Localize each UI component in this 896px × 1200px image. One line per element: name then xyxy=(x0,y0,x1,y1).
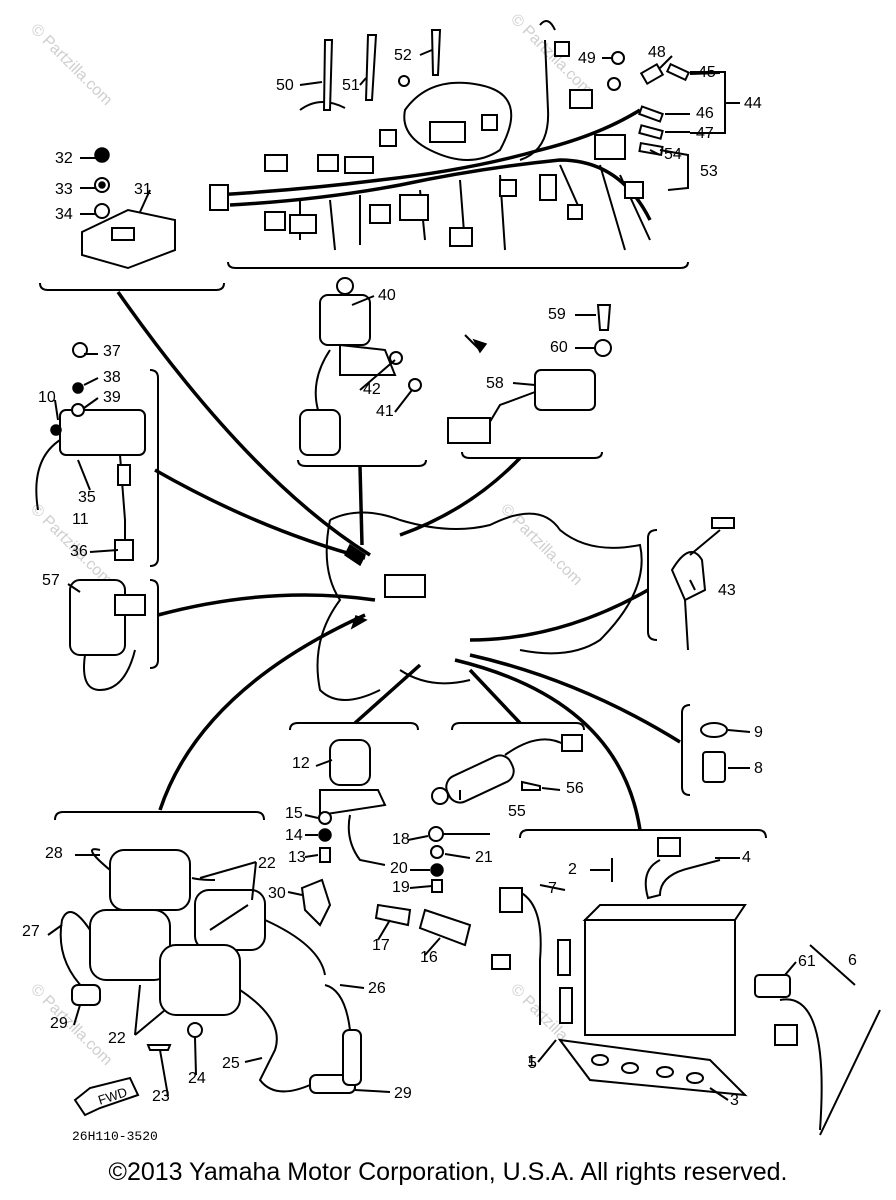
callout-12: 12 xyxy=(292,755,310,772)
callout-56: 56 xyxy=(566,780,584,797)
callout-39: 39 xyxy=(103,389,121,406)
starter-relay-group xyxy=(289,722,419,866)
callout-10: 10 xyxy=(38,389,56,406)
callout-26: 26 xyxy=(368,980,386,997)
callout-27: 27 xyxy=(22,923,40,940)
battery-group xyxy=(491,829,881,1136)
callout-54: 54 xyxy=(664,146,682,163)
callout-34: 34 xyxy=(55,206,73,223)
callout-8: 8 xyxy=(754,760,763,777)
connection-lines xyxy=(116,290,681,831)
callout-48: 48 xyxy=(648,44,666,61)
relay-group xyxy=(447,304,612,459)
callout-23: 23 xyxy=(152,1088,170,1105)
callout-51: 51 xyxy=(342,77,360,94)
callout-42: 42 xyxy=(363,381,381,398)
callout-22b: 22 xyxy=(108,1030,126,1047)
callout-1: 1 xyxy=(527,1053,536,1070)
callout-18: 18 xyxy=(392,831,410,848)
callout-20: 20 xyxy=(390,860,408,877)
regulator-group xyxy=(35,342,159,567)
callout-14: 14 xyxy=(285,827,303,844)
callout-41: 41 xyxy=(376,403,394,420)
callout-16: 16 xyxy=(420,949,438,966)
watermark: © Partzilla.com xyxy=(27,21,115,109)
callout-55: 55 xyxy=(508,803,526,820)
callout-40: 40 xyxy=(378,287,396,304)
motorcycle-outline xyxy=(316,511,643,701)
callout-38: 38 xyxy=(103,369,121,386)
callout-29b: 29 xyxy=(394,1085,412,1102)
copyright-footer: ©2013 Yamaha Motor Corporation, U.S.A. A… xyxy=(108,1158,788,1186)
leader-lines xyxy=(47,49,797,1101)
callout-47: 47 xyxy=(696,125,714,142)
callout-53: 53 xyxy=(700,163,718,180)
callout-6: 6 xyxy=(848,952,857,969)
callout-58: 58 xyxy=(486,375,504,392)
callout-19: 19 xyxy=(392,879,410,896)
callout-32: 32 xyxy=(55,150,73,167)
callout-11: 11 xyxy=(72,511,89,528)
callout-17: 17 xyxy=(372,937,390,954)
callout-22: 22 xyxy=(258,855,276,872)
ignition-coil-group: FWD 26H110-3520 xyxy=(54,811,362,1144)
callout-36: 36 xyxy=(70,543,88,560)
callout-37: 37 xyxy=(103,343,121,360)
callout-25: 25 xyxy=(222,1055,240,1072)
watermark: © Partzilla.com xyxy=(497,501,585,589)
callout-59: 59 xyxy=(548,306,566,323)
wire-harness-group xyxy=(209,20,740,269)
ignitor-unit-group xyxy=(39,147,225,291)
callout-4: 4 xyxy=(742,849,751,866)
callout-44: 44 xyxy=(744,95,762,112)
callout-9: 9 xyxy=(754,724,763,741)
diagram-code: 26H110-3520 xyxy=(72,1129,158,1144)
callout-13: 13 xyxy=(288,849,306,866)
rectifier-group xyxy=(69,579,159,692)
callout-35: 35 xyxy=(78,489,96,506)
callout-33: 33 xyxy=(55,181,73,198)
callout-5: 5 xyxy=(528,1055,537,1072)
callout-31: 31 xyxy=(134,181,152,198)
callout-60: 60 xyxy=(550,339,568,356)
callout-49: 49 xyxy=(578,50,596,67)
callout-2: 2 xyxy=(568,861,577,878)
callout-50: 50 xyxy=(276,77,294,94)
callout-30: 30 xyxy=(268,885,286,902)
callout-29: 29 xyxy=(50,1015,68,1032)
callout-labels: 1 2 3 4 5 6 7 8 9 10 11 12 13 14 15 16 1… xyxy=(22,44,857,1109)
callout-15: 15 xyxy=(285,805,303,822)
callout-24: 24 xyxy=(188,1070,206,1087)
main-switch-group xyxy=(297,277,427,467)
callout-61: 61 xyxy=(798,953,816,970)
callout-52: 52 xyxy=(394,47,412,64)
callout-57: 57 xyxy=(42,572,60,589)
starter-motor-group xyxy=(431,722,585,805)
callout-46: 46 xyxy=(696,105,714,122)
callout-28: 28 xyxy=(45,845,63,862)
callout-3: 3 xyxy=(730,1092,739,1109)
oil-switch-group xyxy=(681,704,728,796)
neutral-switch-group xyxy=(647,517,735,651)
brake-switch-group xyxy=(374,826,490,947)
callout-43: 43 xyxy=(718,582,736,599)
callout-21: 21 xyxy=(475,849,493,866)
